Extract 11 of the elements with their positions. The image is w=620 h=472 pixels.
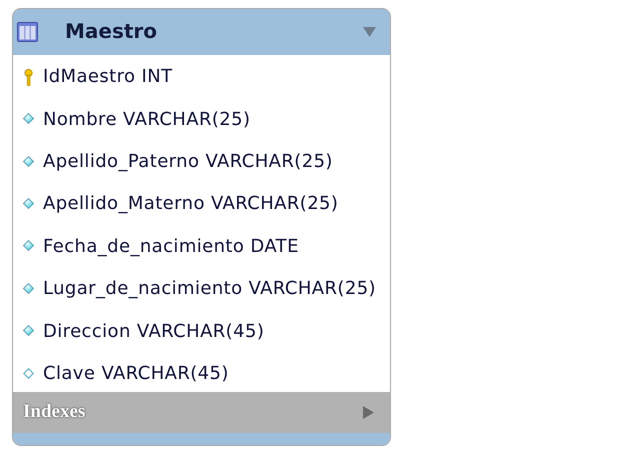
table-title: Maestro — [65, 19, 158, 43]
column-name: Apellido_Materno VARCHAR(25) — [43, 193, 338, 216]
column-name: Clave VARCHAR(45) — [43, 363, 229, 385]
column-name: Apellido_Paterno VARCHAR(25) — [43, 151, 333, 173]
column-name: Direccion VARCHAR(45) — [43, 320, 264, 343]
column-name: Nombre VARCHAR(25) — [43, 108, 250, 131]
column-name: Fecha_de_nacimiento DATE — [43, 236, 299, 258]
column-name: Lugar_de_nacimiento VARCHAR(25) — [43, 278, 376, 300]
column-name: IdMaestro INT — [43, 66, 173, 88]
section-title: Indexes — [23, 400, 86, 424]
table-card — [12, 8, 391, 446]
